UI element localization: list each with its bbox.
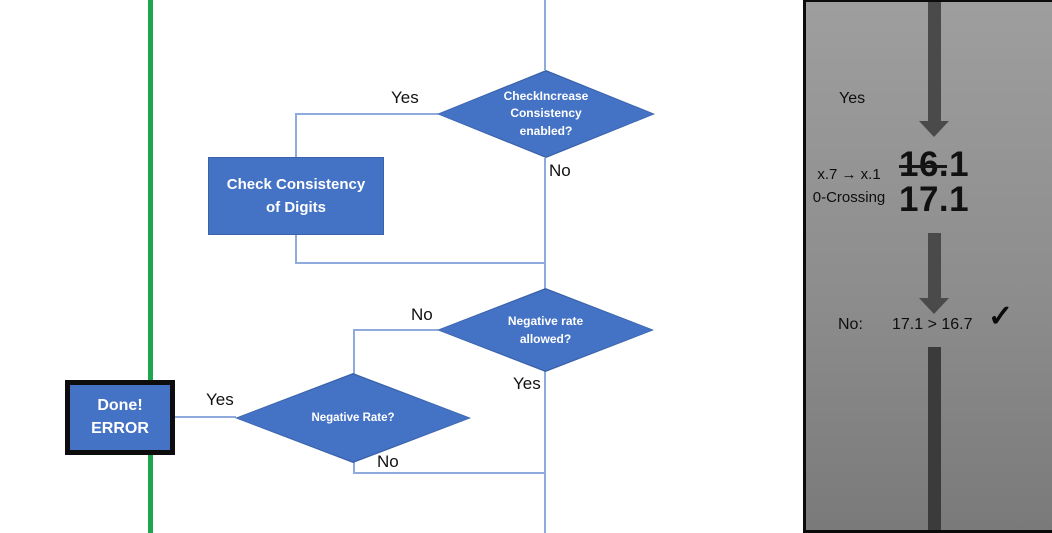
down-arrow-shaft bbox=[928, 347, 941, 530]
annotation-rule: x.7 → x.1 bbox=[817, 166, 881, 183]
panel-values: 16.1 17.1 bbox=[899, 147, 969, 217]
decision-text: Negative rate allowed? bbox=[437, 288, 654, 372]
green-guideline bbox=[148, 0, 153, 533]
connector-into-decision3-top bbox=[353, 329, 355, 374]
down-arrow-head-icon bbox=[919, 298, 949, 314]
connector-into-process-top bbox=[295, 113, 297, 158]
new-value: 17.1 bbox=[899, 180, 970, 219]
process-check-consistency-of-digits: Check Consistency of Digits bbox=[208, 157, 384, 235]
decision-negative-rate: Negative Rate? bbox=[235, 373, 471, 463]
decision-text-line: Consistency bbox=[510, 106, 582, 121]
connector-decision2-no-horizontal bbox=[353, 329, 438, 331]
process-text-line: of Digits bbox=[266, 199, 326, 216]
decision-text-line: enabled? bbox=[519, 123, 573, 138]
label-no-decision1: No bbox=[549, 161, 571, 180]
decision-text-line: allowed? bbox=[519, 332, 572, 346]
down-arrow-head-icon bbox=[919, 121, 949, 137]
label-yes-decision1: Yes bbox=[391, 88, 419, 107]
panel-no-label: No: bbox=[838, 316, 863, 333]
connector-process-return-horizontal bbox=[295, 262, 546, 264]
panel-comparison: 17.1 > 16.7 bbox=[892, 316, 973, 333]
decision-text-line: Negative Rate? bbox=[311, 412, 395, 424]
panel-annotation: x.7 → x.1 0-Crossing bbox=[803, 164, 895, 209]
label-no-decision2: No bbox=[411, 305, 433, 324]
connector-decision3-no-horizontal bbox=[353, 472, 546, 474]
label-no-decision3: No bbox=[377, 452, 399, 471]
decision-text-line: Negative rate bbox=[507, 314, 584, 328]
terminator-text-line: Done! bbox=[97, 397, 143, 415]
down-arrow-shaft bbox=[928, 233, 941, 298]
label-yes-decision2: Yes bbox=[513, 374, 541, 393]
decision-check-increase-consistency: CheckIncrease Consistency enabled? bbox=[437, 70, 655, 158]
connector-decision2-yes-vertical bbox=[544, 371, 546, 533]
connector-decision1-no-vertical bbox=[544, 158, 546, 289]
down-arrow-shaft bbox=[928, 2, 941, 121]
panel-yes-label: Yes bbox=[839, 90, 866, 107]
terminator-text-line: ERROR bbox=[91, 419, 149, 437]
old-value-struck: 16.1 bbox=[899, 145, 970, 184]
connector-decision3-no-vertical bbox=[353, 462, 355, 474]
decision-text: Negative Rate? bbox=[235, 373, 471, 463]
decision-text: CheckIncrease Consistency enabled? bbox=[437, 70, 655, 158]
process-text-line: Check Consistency bbox=[226, 175, 366, 193]
terminator-done-error: Done! ERROR bbox=[65, 380, 175, 455]
check-icon: ✓ bbox=[988, 300, 1014, 333]
annotation-rule: 0-Crossing bbox=[812, 188, 886, 206]
decision-negative-rate-allowed: Negative rate allowed? bbox=[437, 288, 654, 372]
connector-decision3-yes-horizontal bbox=[173, 416, 236, 418]
connector-process-bottom bbox=[295, 235, 297, 263]
decision-text-line: CheckIncrease bbox=[503, 88, 589, 103]
label-yes-decision3: Yes bbox=[206, 390, 234, 409]
connector-decision1-yes-horizontal bbox=[295, 113, 438, 115]
side-panel bbox=[803, 0, 1052, 533]
connector-top-into-decision1 bbox=[544, 0, 546, 70]
